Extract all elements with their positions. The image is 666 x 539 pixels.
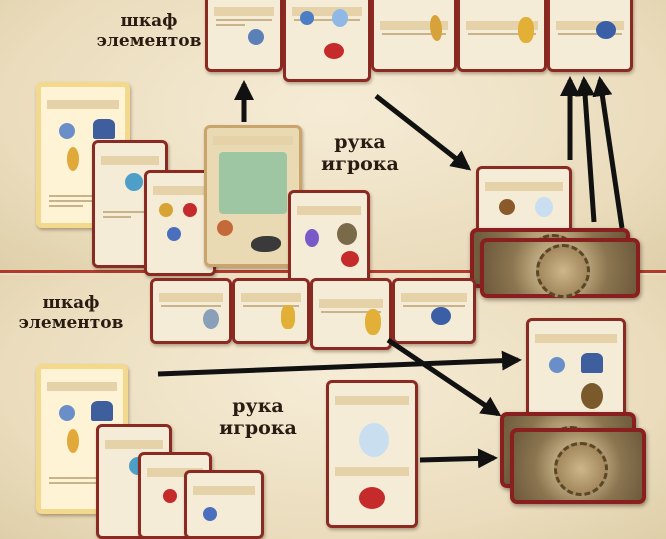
cabinet-card[interactable] [232, 278, 310, 344]
cabinet-card[interactable] [283, 0, 371, 82]
cabinet-card[interactable] [371, 0, 457, 72]
cabinet-card[interactable] [310, 278, 392, 350]
cabinet-card[interactable] [150, 278, 232, 344]
hand-card[interactable] [326, 380, 418, 528]
hand-card[interactable] [288, 190, 370, 286]
deck-card-back[interactable] [480, 238, 640, 298]
cabinet-card[interactable] [547, 0, 633, 72]
cabinet-card[interactable] [205, 0, 283, 72]
cabinet-card[interactable] [392, 278, 476, 344]
hand-card-scroll[interactable] [204, 125, 302, 267]
cabinet-card[interactable] [457, 0, 547, 72]
discard-card[interactable] [526, 318, 626, 426]
deck-card-back[interactable] [510, 428, 646, 504]
hand-card[interactable] [184, 470, 264, 539]
